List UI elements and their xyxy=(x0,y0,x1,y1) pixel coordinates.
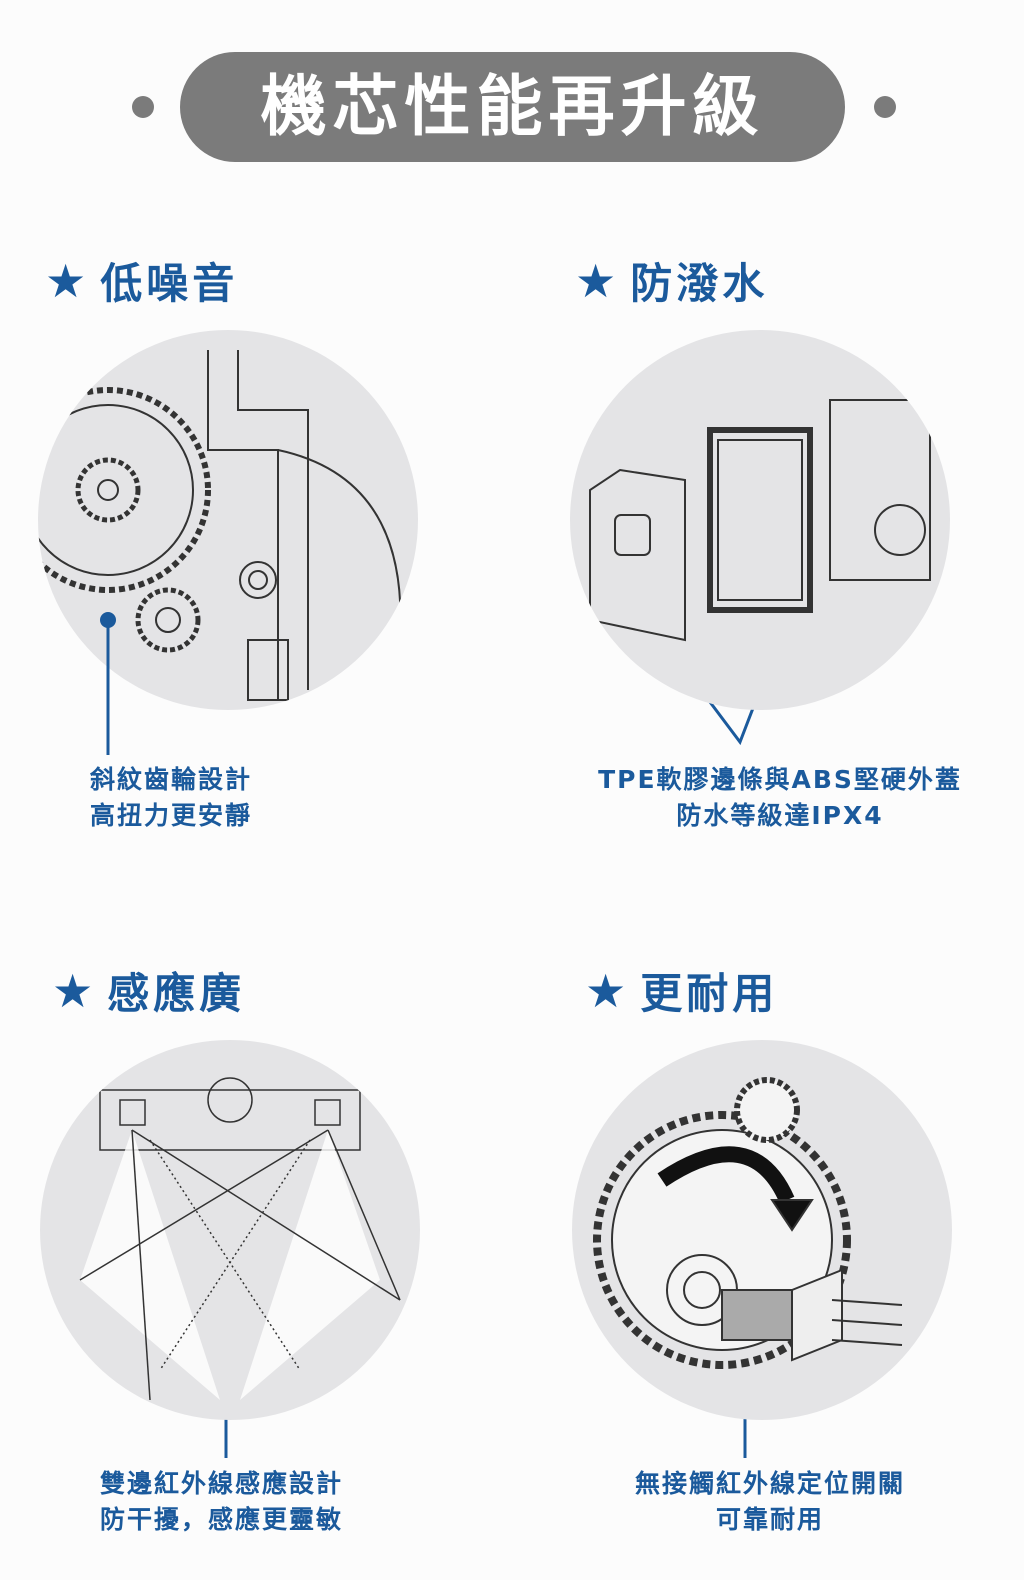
heading-text: 感應廣 xyxy=(107,969,246,1018)
heading-text: 防潑水 xyxy=(630,259,769,308)
star-icon: ★ xyxy=(575,253,621,308)
sensor-illustration xyxy=(40,1040,420,1420)
star-icon: ★ xyxy=(52,963,98,1018)
gear-illustration xyxy=(38,330,418,710)
housing-illustration xyxy=(570,330,950,710)
caption-line: 可靠耐用 xyxy=(715,1505,824,1534)
caption-line: 斜紋齒輪設計 xyxy=(90,765,253,794)
caption-line: 防干擾，感應更靈敏 xyxy=(100,1505,344,1534)
heading-text: 更耐用 xyxy=(640,969,779,1018)
star-icon: ★ xyxy=(585,963,631,1018)
caption-wide-sensing: 雙邊紅外線感應設計 防干擾，感應更靈敏 xyxy=(100,1466,343,1538)
caption-line: 雙邊紅外線感應設計 xyxy=(100,1469,344,1498)
caption-line: 高扭力更安靜 xyxy=(90,801,253,830)
title-dot-left xyxy=(132,96,154,118)
heading-durable: ★更耐用 xyxy=(585,960,778,1021)
caption-line: 無接觸紅外線定位開關 xyxy=(634,1469,905,1498)
caption-durable: 無接觸紅外線定位開關 可靠耐用 xyxy=(560,1466,980,1538)
heading-text: 低噪音 xyxy=(100,259,239,308)
star-icon: ★ xyxy=(45,253,91,308)
title-dot-right xyxy=(874,96,896,118)
heading-low-noise: ★低噪音 xyxy=(45,250,238,311)
heading-splash-proof: ★防潑水 xyxy=(575,250,768,311)
heading-wide-sensing: ★感應廣 xyxy=(52,960,245,1021)
switch-illustration xyxy=(572,1040,952,1420)
caption-splash-proof: TPE軟膠邊條與ABS堅硬外蓋 防水等級達IPX4 xyxy=(560,762,1000,834)
caption-line: 防水等級達IPX4 xyxy=(676,801,884,830)
caption-line: TPE軟膠邊條與ABS堅硬外蓋 xyxy=(598,765,962,794)
caption-low-noise: 斜紋齒輪設計 高扭力更安靜 xyxy=(90,762,252,834)
page-title: 機芯性能再升級 xyxy=(180,52,845,162)
